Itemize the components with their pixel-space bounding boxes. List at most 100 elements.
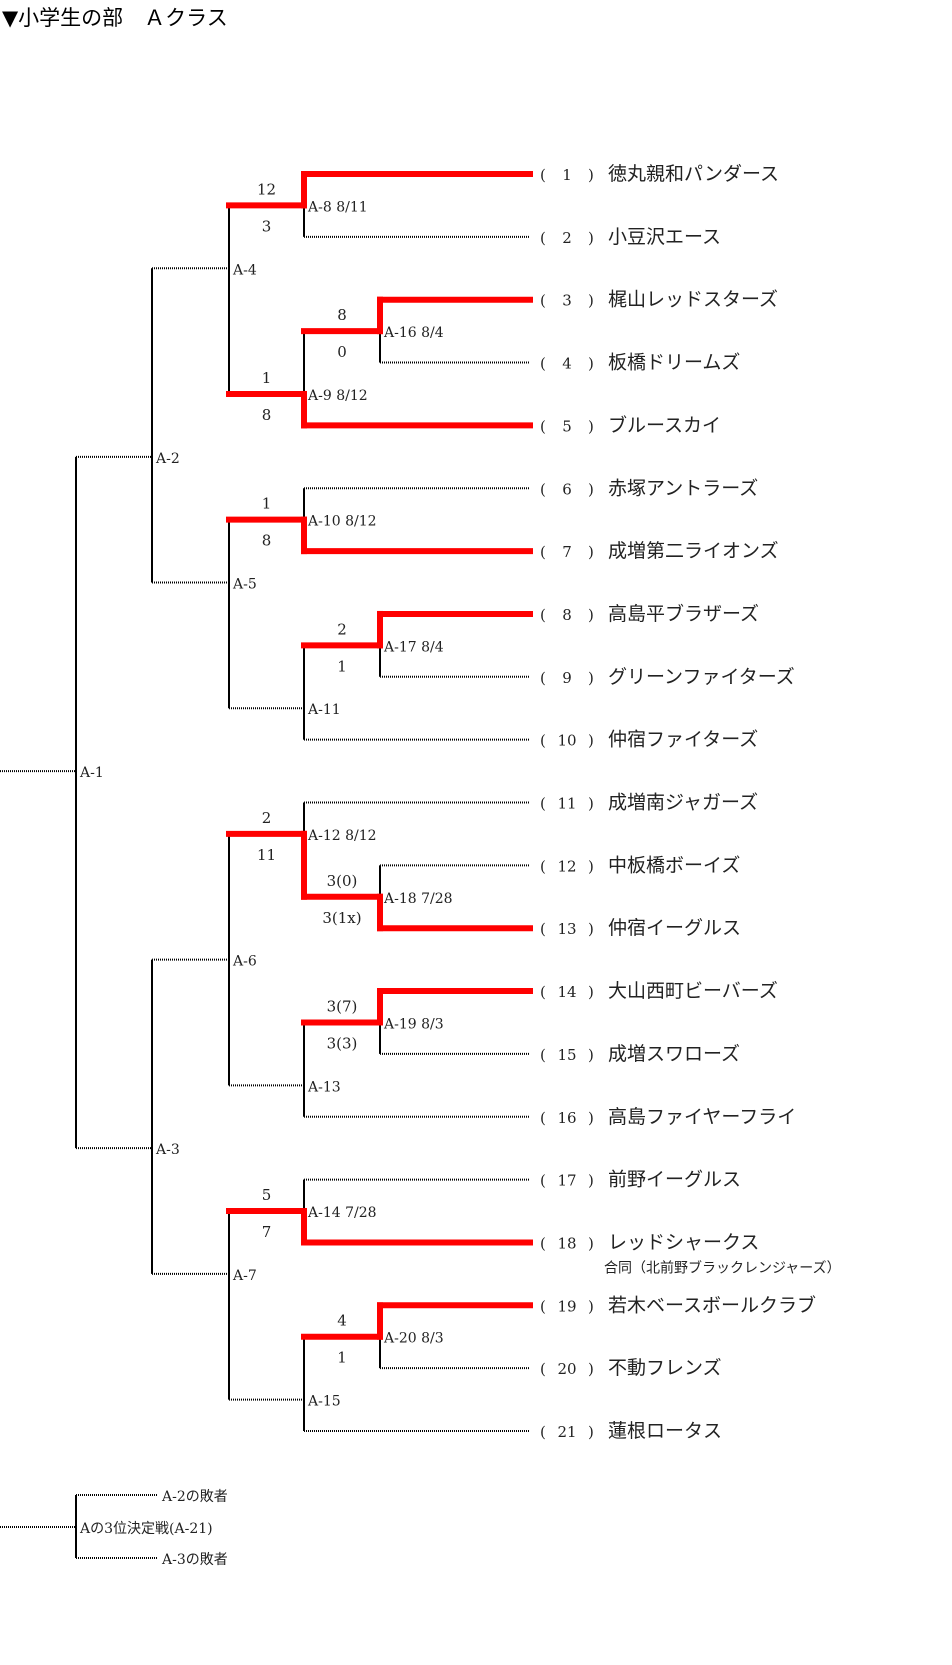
- match-label-a-6: A-6: [232, 954, 257, 970]
- team-paren-close: ): [588, 166, 594, 184]
- team-paren-open: (: [540, 1297, 546, 1315]
- score-bottom-a-18: 3(1x): [322, 909, 361, 927]
- team-paren-open: (: [540, 920, 546, 938]
- team-seed-number: 11: [557, 795, 576, 813]
- team-seed-number: 4: [562, 355, 572, 373]
- team-paren-close: ): [588, 1297, 594, 1315]
- team-note: 合同（北前野ブラックレンジャーズ）: [604, 1259, 841, 1276]
- team-paren-open: (: [540, 669, 546, 687]
- team-paren-close: ): [588, 1109, 594, 1127]
- team-paren-open: (: [540, 1234, 546, 1252]
- score-top-a-19: 3(7): [327, 997, 358, 1015]
- team-paren-close: ): [588, 229, 594, 247]
- team-name: 中板橋ボーイズ: [608, 854, 740, 876]
- team-seed-number: 18: [557, 1234, 576, 1252]
- team-seed-number: 12: [557, 857, 576, 875]
- team-paren-open: (: [540, 1360, 546, 1378]
- score-bottom-a-20: 1: [337, 1349, 347, 1367]
- team-name: 高島ファイヤーフライ: [608, 1106, 796, 1128]
- team-paren-close: ): [588, 732, 594, 750]
- team-name: 成増南ジャガーズ: [608, 792, 758, 814]
- match-label-a-7: A-7: [232, 1268, 257, 1284]
- team-name: 成増スワローズ: [608, 1043, 740, 1065]
- team-seed-number: 20: [557, 1360, 576, 1378]
- match-label-a-15: A-15: [307, 1394, 341, 1410]
- team-paren-close: ): [588, 543, 594, 561]
- team-seed-number: 6: [562, 480, 572, 498]
- match-label-a-20: A-20 8/3: [383, 1331, 444, 1347]
- team-paren-open: (: [540, 1109, 546, 1127]
- team-name: ブルースカイ: [608, 413, 721, 436]
- team-paren-open: (: [540, 732, 546, 750]
- team-paren-open: (: [540, 606, 546, 624]
- match-label-a-4: A-4: [232, 262, 257, 278]
- team-paren-close: ): [588, 480, 594, 498]
- match-label-a-5: A-5: [232, 577, 257, 593]
- match-label-a-19: A-19 8/3: [383, 1016, 444, 1032]
- team-seed-number: 5: [562, 417, 572, 435]
- match-label-a-18: A-18 7/28: [383, 891, 453, 907]
- score-top-a-12: 2: [262, 809, 272, 827]
- team-name: 赤塚アントラーズ: [608, 477, 758, 499]
- team-paren-close: ): [588, 606, 594, 624]
- team-paren-open: (: [540, 480, 546, 498]
- team-name: 若木ベースボールクラブ: [608, 1293, 816, 1316]
- score-top-a-14: 5: [262, 1186, 272, 1204]
- team-paren-open: (: [540, 983, 546, 1001]
- team-paren-close: ): [588, 669, 594, 687]
- team-paren-open: (: [540, 229, 546, 247]
- team-name: グリーンファイターズ: [608, 666, 795, 688]
- team-name: 徳丸親和パンダース: [608, 163, 779, 185]
- team-seed-number: 19: [557, 1297, 576, 1315]
- team-seed-number: 2: [562, 229, 572, 247]
- winner-path-lines: [226, 171, 533, 1340]
- team-paren-open: (: [540, 166, 546, 184]
- team-name: 大山西町ビーバーズ: [608, 980, 778, 1002]
- team-name: 板橋ドリームズ: [608, 352, 740, 374]
- match-label-a-17: A-17 8/4: [383, 639, 444, 655]
- team-paren-open: (: [540, 857, 546, 875]
- team-paren-close: ): [588, 292, 594, 310]
- match-label-a-16: A-16 8/4: [383, 325, 444, 341]
- team-seed-number: 17: [557, 1172, 576, 1190]
- match-label-a-3: A-3: [155, 1142, 180, 1158]
- score-bottom-a-19: 3(3): [327, 1034, 358, 1052]
- team-name: レッドシャークス: [608, 1231, 759, 1253]
- match-label-a-14: A-14 7/28: [307, 1205, 377, 1221]
- team-paren-open: (: [540, 543, 546, 561]
- team-paren-close: ): [588, 920, 594, 938]
- page-title: ▼小学生の部 Ａクラス: [2, 6, 228, 30]
- team-paren-close: ): [588, 355, 594, 373]
- team-paren-close: ): [588, 417, 594, 435]
- match-label-a-11: A-11: [307, 702, 341, 718]
- team-paren-close: ): [588, 1360, 594, 1378]
- team-paren-close: ): [588, 983, 594, 1001]
- team-paren-open: (: [540, 795, 546, 813]
- match-label-a-12: A-12 8/12: [307, 828, 377, 844]
- team-paren-close: ): [588, 795, 594, 813]
- team-name: 蓮根ロータス: [608, 1420, 722, 1442]
- team-name: 仲宿イーグルス: [608, 917, 741, 939]
- team-paren-close: ): [588, 1046, 594, 1064]
- team-seed-number: 14: [557, 983, 576, 1001]
- team-name: 仲宿ファイターズ: [608, 729, 758, 751]
- team-seed-number: 1: [562, 166, 572, 184]
- team-name: 成増第二ライオンズ: [608, 540, 779, 562]
- team-paren-open: (: [540, 292, 546, 310]
- match-label-a-8: A-8 8/11: [307, 199, 368, 215]
- team-seed-number: 16: [557, 1109, 576, 1127]
- score-top-a-8: 12: [257, 180, 276, 198]
- team-seed-number: 7: [562, 543, 572, 561]
- team-name: 不動フレンズ: [608, 1357, 722, 1379]
- third-place-label: Aの3位決定戦(A-21): [79, 1521, 213, 1537]
- team-paren-open: (: [540, 1172, 546, 1190]
- team-paren-open: (: [540, 417, 546, 435]
- team-name: 小豆沢エース: [608, 226, 721, 248]
- third-place-top-entry: A-2の敗者: [161, 1489, 228, 1505]
- team-seed-number: 3: [562, 292, 572, 310]
- score-bottom-a-14: 7: [262, 1223, 272, 1241]
- score-top-a-16: 8: [337, 306, 347, 324]
- third-place-bottom-entry: A-3の敗者: [161, 1552, 228, 1568]
- score-bottom-a-9: 8: [262, 406, 272, 424]
